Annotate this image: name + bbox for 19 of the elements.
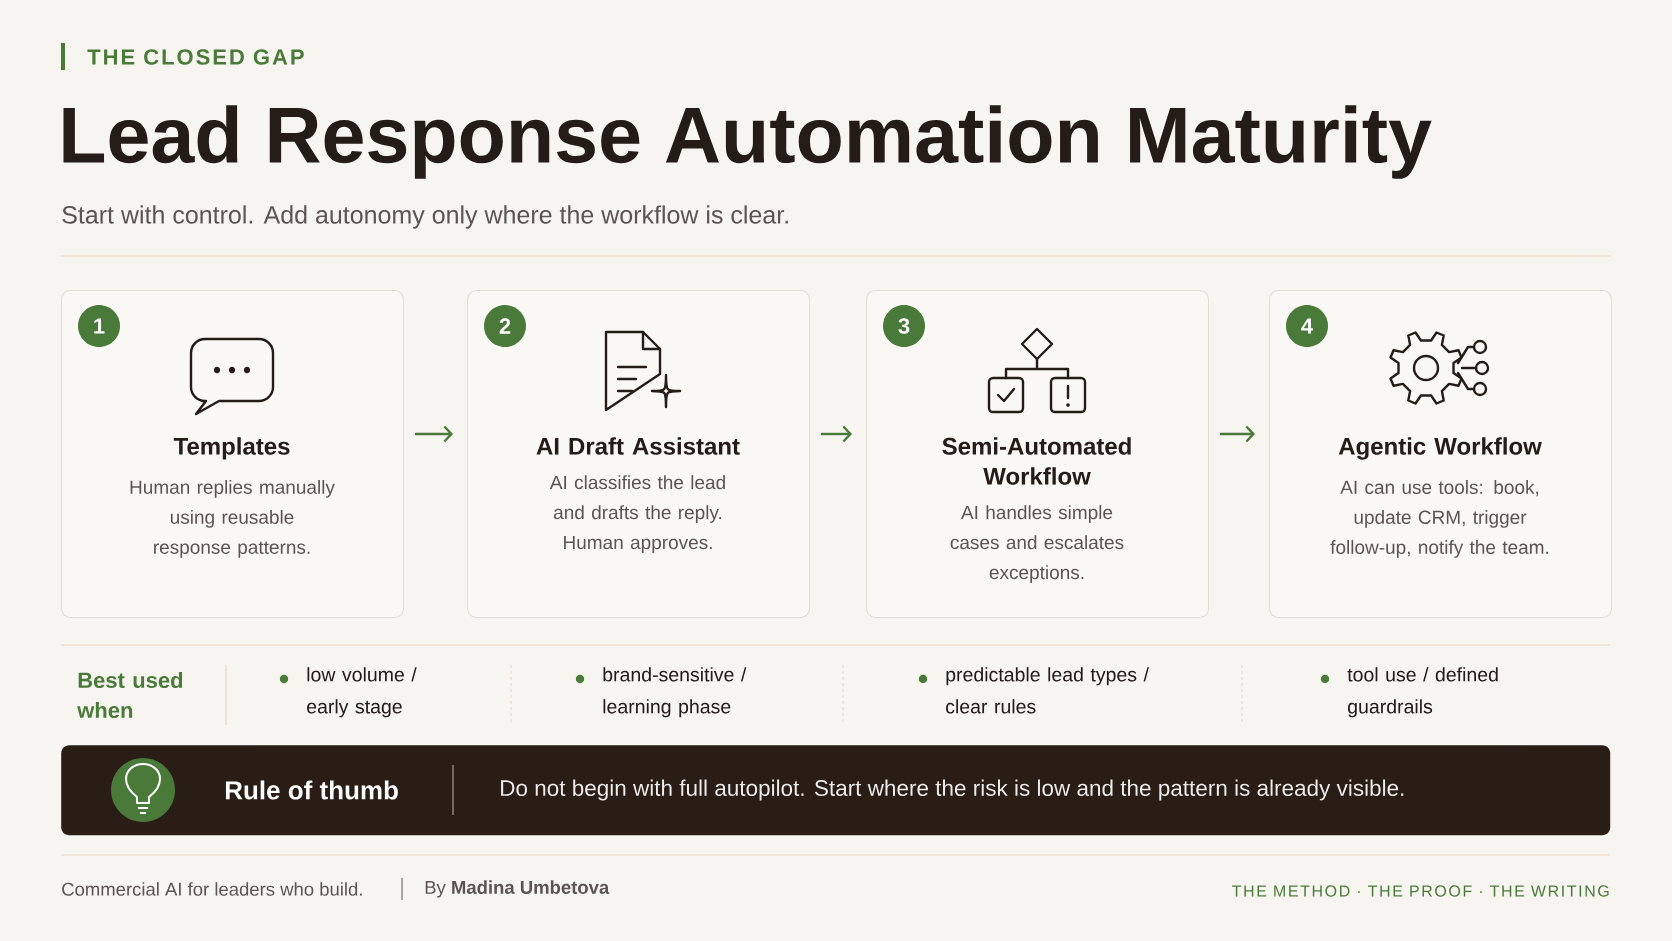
- rule-banner: Rule of thumb Do not begin with full autopilot. Start where the risk is low and the pattern is already visible.: [61, 745, 1611, 836]
- heading: Lead Response Automation Maturity: [63, 105, 1432, 179]
- bullet-item: tool use / defined guardrails: [1320, 667, 1498, 718]
- kicker: THE CLOSED GAP: [87, 49, 304, 65]
- tagline: Commercial AI for leaders who build.: [62, 882, 362, 896]
- arrow: [1220, 425, 1255, 443]
- footer-nav: THE METHOD · THE PROOF · THE WRITING: [1232, 885, 1609, 897]
- row-heading: Best used when: [77, 671, 183, 719]
- bullet-item: predictable lead types / clear rules: [918, 667, 1149, 714]
- byline: By Madina Umbetova: [425, 880, 610, 898]
- arrow: [415, 425, 453, 443]
- bullet-item: low volume / early stage: [279, 667, 417, 718]
- step-badge: 3: [883, 305, 925, 347]
- bullet-item: brand-sensitive / learning phase: [575, 667, 747, 718]
- arrow: [821, 425, 852, 443]
- subtitle: Start with control. Add autonomy only where the workflow is clear.: [62, 205, 788, 229]
- step-badge: 1: [78, 305, 120, 347]
- step-badge: 2: [484, 305, 526, 347]
- step-badge: 4: [1286, 305, 1328, 347]
